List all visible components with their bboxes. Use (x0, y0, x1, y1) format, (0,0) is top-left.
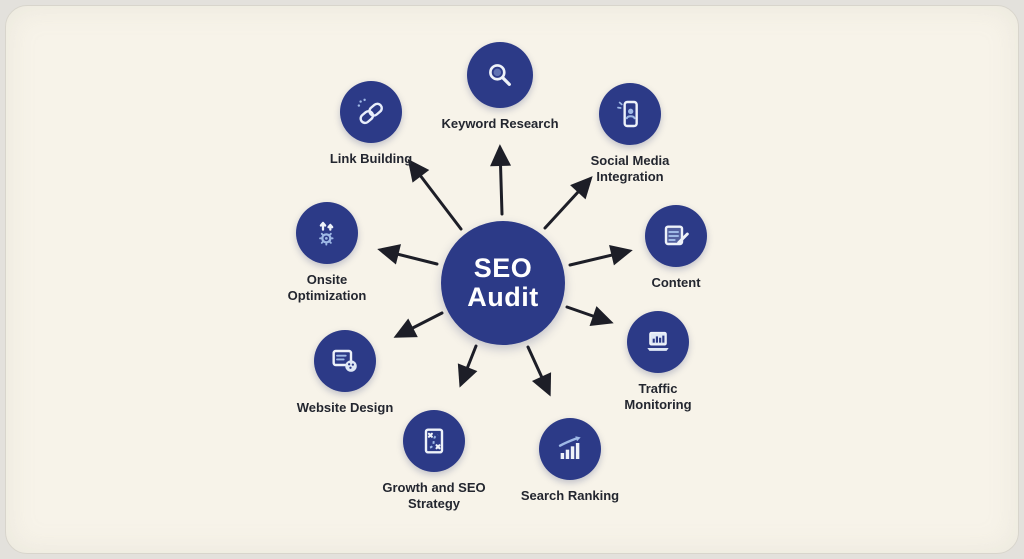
node-label: Traffic Monitoring (624, 381, 692, 413)
phone-social-icon (617, 100, 638, 128)
node-search-ranking: Search Ranking (515, 418, 625, 504)
design-palette-icon (332, 349, 357, 372)
node-circle (403, 410, 465, 472)
node-label: Social Media Integration (590, 153, 670, 185)
node-label: Link Building (329, 151, 413, 166)
node-circle (296, 202, 358, 264)
node-traffic-monitoring: Traffic Monitoring (615, 311, 701, 414)
node-link-building: Link Building (316, 81, 426, 167)
center-node-seo-audit: SEO Audit (441, 221, 565, 345)
strategy-map-icon (424, 428, 444, 454)
node-label: Keyword Research (441, 116, 559, 131)
node-label: Onsite Optimization (287, 272, 367, 304)
node-onsite-optimization: Onsite Optimization (281, 202, 373, 305)
laptop-chart-icon (647, 331, 669, 351)
node-circle (467, 42, 533, 108)
magnifier-icon (489, 64, 511, 86)
document-pencil-icon (664, 225, 689, 246)
chain-link-icon (357, 98, 383, 125)
node-circle (539, 418, 601, 480)
node-circle (599, 83, 661, 145)
node-content: Content (621, 205, 731, 291)
node-website-design: Website Design (290, 330, 400, 416)
node-social-media-integration: Social Media Integration (580, 83, 680, 186)
node-growth-and-seo-strategy: Growth and SEO Strategy (382, 410, 486, 513)
center-label-line2: Audit (467, 282, 539, 312)
node-label: Growth and SEO Strategy (382, 480, 486, 512)
node-label: Content (651, 275, 701, 290)
gear-arrows-icon (319, 221, 334, 246)
node-circle (627, 311, 689, 373)
node-circle (645, 205, 707, 267)
node-keyword-research: Keyword Research (434, 42, 566, 132)
node-label: Website Design (296, 400, 394, 415)
node-circle (314, 330, 376, 392)
center-label-line1: SEO (473, 252, 533, 283)
node-circle (340, 81, 402, 143)
bar-chart-arrow-icon (558, 436, 581, 459)
node-label: Search Ranking (520, 488, 620, 503)
